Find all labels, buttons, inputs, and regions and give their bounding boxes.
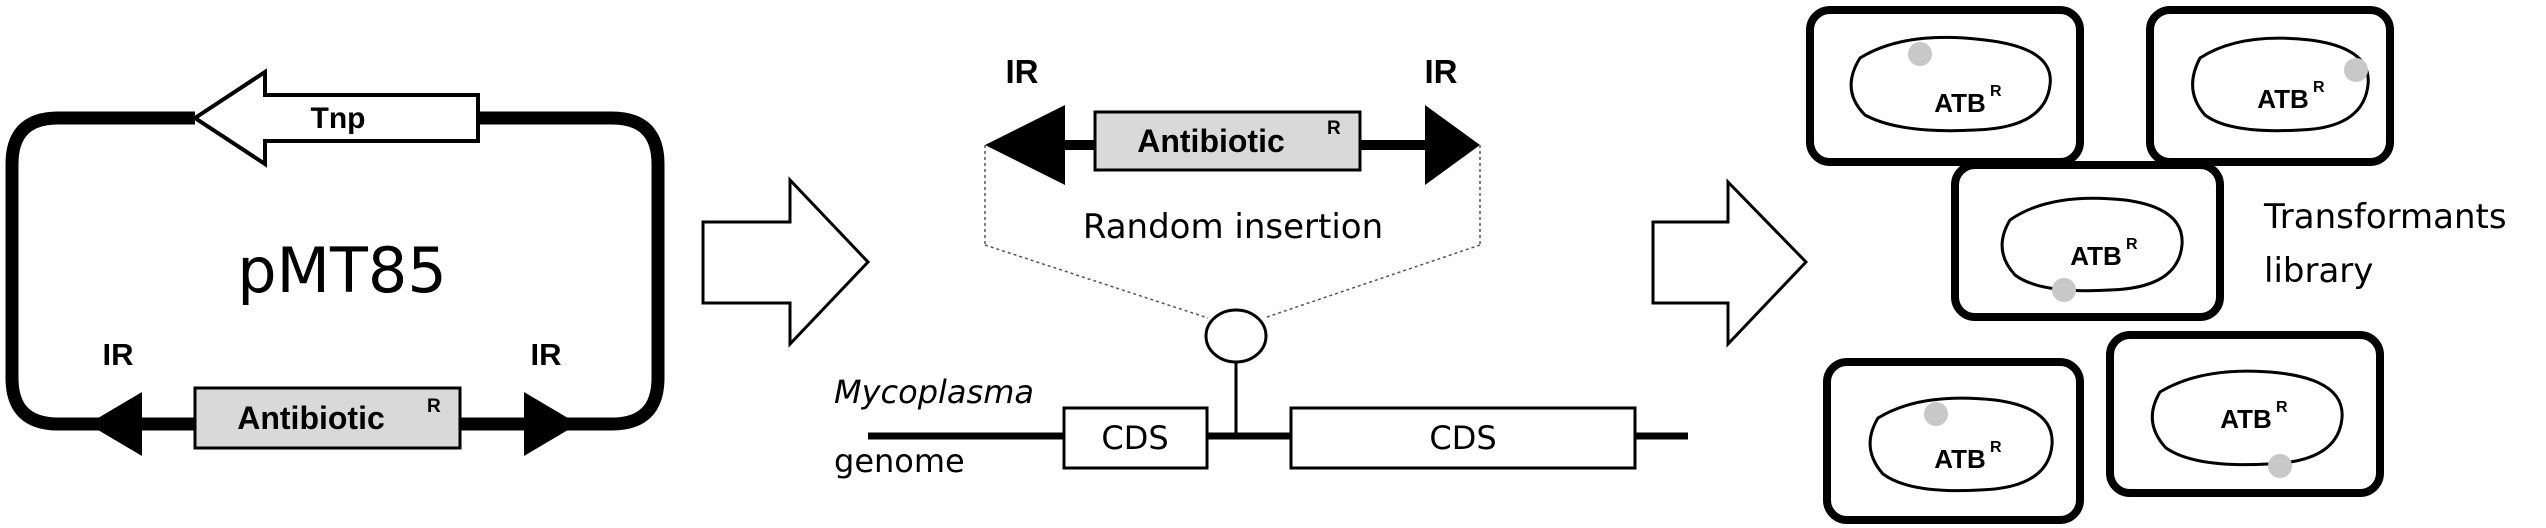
antibiotic-resistance-box xyxy=(193,386,462,450)
cds-left-label: CDS xyxy=(1101,419,1168,457)
ir-left-label: IR xyxy=(103,337,134,372)
guide-line-left-diagonal xyxy=(984,244,1209,319)
insertion-ir-right-label: IR xyxy=(1425,53,1458,90)
chromosome-outline xyxy=(2191,36,2370,133)
cell-wall xyxy=(2146,6,2394,166)
insertion-antibiotic-label: Antibiotic xyxy=(1137,123,1285,159)
atb-label: ATB xyxy=(2070,241,2122,271)
insertion-ir-left-arrowhead xyxy=(985,105,1065,185)
library-title-line1: Transformants xyxy=(2263,197,2507,237)
plasmid-name: pMT85 xyxy=(237,234,447,307)
flow-arrow-1 xyxy=(701,176,871,348)
antibiotic-label: Antibiotic xyxy=(237,400,385,436)
atb-superscript: R xyxy=(1990,439,2002,456)
transformant-cell: ATB R xyxy=(1823,358,2084,524)
ir-left-arrowhead xyxy=(88,392,142,456)
transposon-insertion-dot xyxy=(2268,454,2292,478)
insertion-site-circle xyxy=(1204,308,1268,364)
insertion-ir-right-arrowhead xyxy=(1425,105,1480,185)
genome-label: genome xyxy=(834,442,965,480)
insertion-ir-left-label: IR xyxy=(1006,53,1039,90)
chromosome-outline xyxy=(1868,396,2054,493)
atb-superscript: R xyxy=(1990,83,2002,100)
transposon-insertion-dot xyxy=(2344,58,2368,82)
atb-label: ATB xyxy=(1934,88,1986,118)
transposon-insertion-dot xyxy=(1924,402,1948,426)
cds-right-label: CDS xyxy=(1429,419,1496,457)
genome-organism-label: Mycoplasma xyxy=(834,373,1034,411)
guide-line-right-diagonal xyxy=(1263,244,1481,319)
chromosome-outline xyxy=(2000,196,2184,293)
insertion-panel: IR IR Antibiotic R Random insertion CDS … xyxy=(834,53,1688,480)
transposon-insertion-dot xyxy=(2052,278,2076,302)
cell-wall xyxy=(1823,358,2084,524)
transformant-cell: ATB R xyxy=(2106,331,2384,497)
tnp-label: Tnp xyxy=(311,102,366,135)
atb-label: ATB xyxy=(2220,404,2272,434)
chromosome-outline xyxy=(1849,35,2052,133)
insertion-antibiotic-superscript: R xyxy=(1327,118,1341,139)
library-title-line2: library xyxy=(2264,251,2373,291)
atb-superscript: R xyxy=(2126,236,2138,253)
atb-superscript: R xyxy=(2276,399,2288,416)
ir-right-arrowhead xyxy=(524,392,578,456)
cds-box-right xyxy=(1289,406,1637,470)
cds-box-left xyxy=(1062,406,1209,470)
transformant-cell: ATB R xyxy=(1951,161,2224,321)
antibiotic-superscript: R xyxy=(427,396,441,417)
atb-label: ATB xyxy=(1934,444,1986,474)
atb-superscript: R xyxy=(2313,79,2325,96)
ir-right-label: IR xyxy=(531,337,562,372)
insertion-antibiotic-box xyxy=(1093,110,1362,172)
transformant-cell: ATB R xyxy=(1806,6,2084,166)
flow-arrow-2 xyxy=(1651,178,1809,348)
random-insertion-label: Random insertion xyxy=(1083,207,1383,247)
transposon-insertion-dot xyxy=(1908,42,1932,66)
atb-label: ATB xyxy=(2257,84,2309,114)
library-panel: ATB R ATB R ATB R ATB R xyxy=(1806,6,2507,524)
transformant-cell: ATB R xyxy=(2146,6,2394,166)
plasmid-panel: Tnp IR IR Antibiotic R pMT85 xyxy=(5,68,665,456)
chromosome-outline xyxy=(2150,369,2344,467)
